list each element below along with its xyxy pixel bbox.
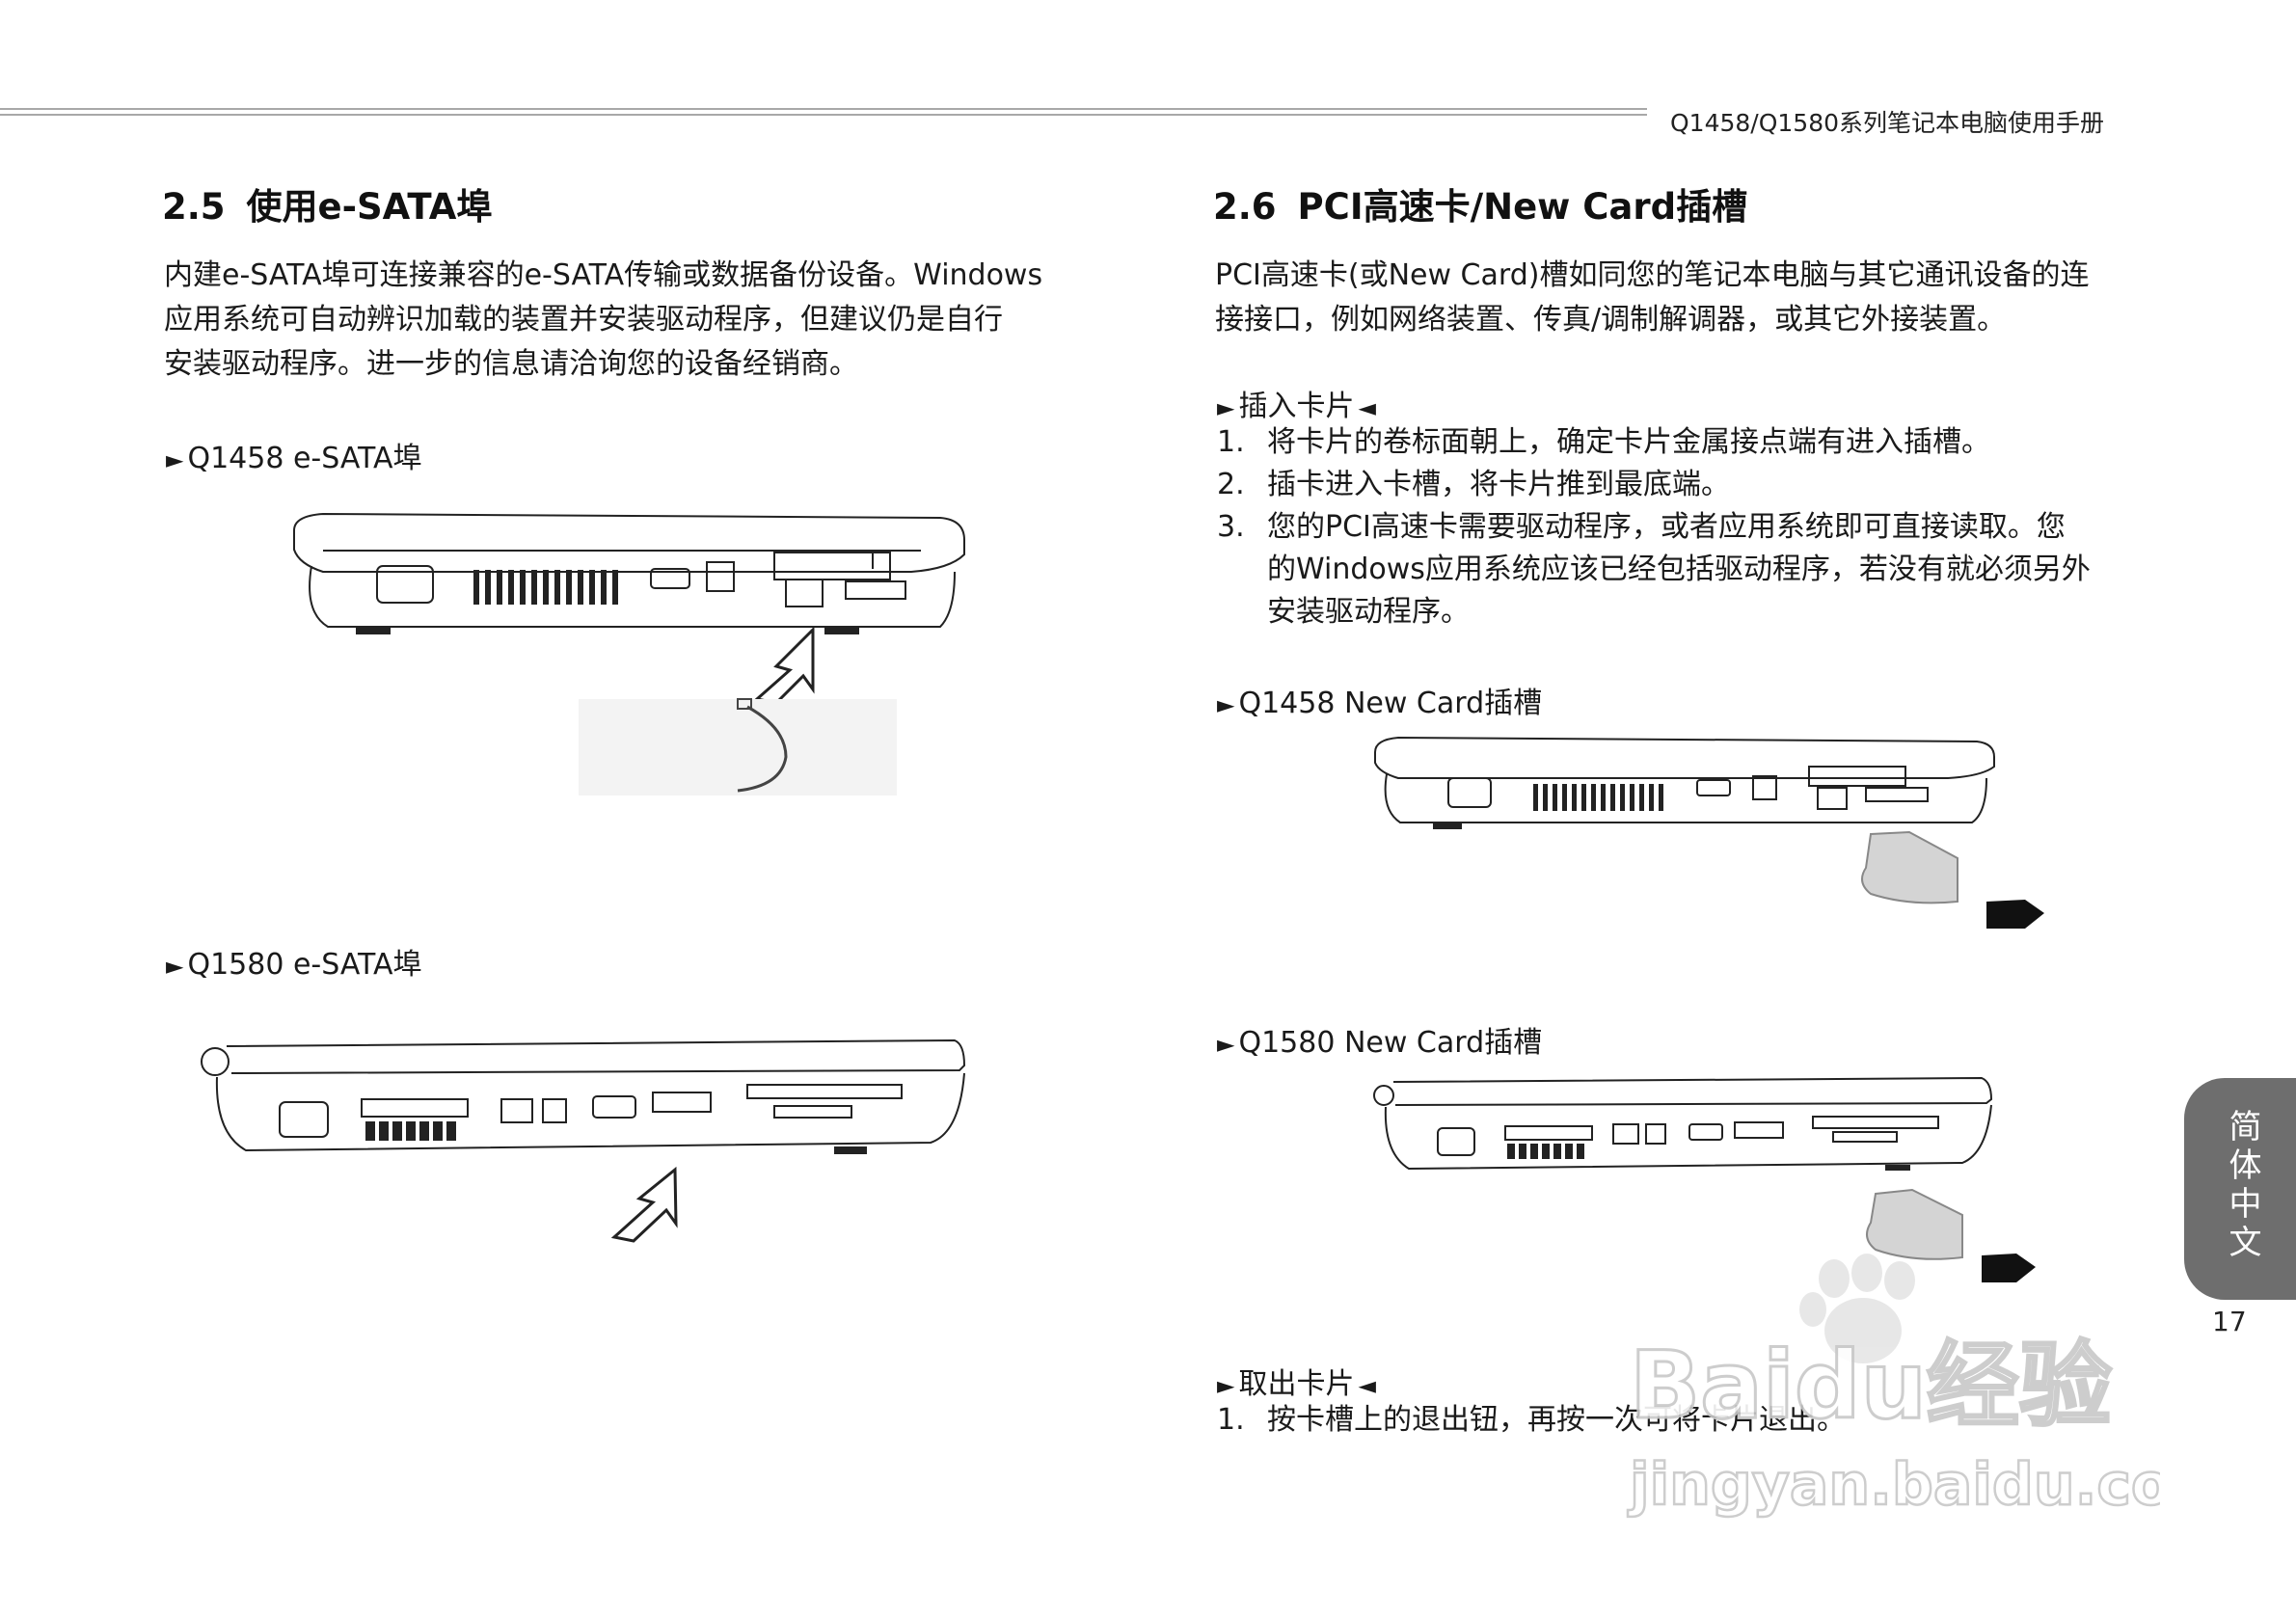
list-number: 3. (1217, 510, 1245, 544)
list-text: 插卡进入卡槽，将卡片推到最底端。 (1267, 468, 1730, 501)
fig-label-text: Q1458 New Card插槽 (1238, 687, 1543, 720)
paragraph-line: 安装驱动程序。进一步的信息请洽询您的设备经销商。 (164, 347, 858, 381)
fig-label-q1580-newcard: ►Q1580 New Card插槽 (1217, 1018, 1542, 1061)
list-item: 1. 将卡片的卷标面朝上，确定卡片金属接点端有进入插槽。 (1217, 421, 2143, 464)
fig-label-text: Q1458 e-SATA埠 (187, 442, 422, 475)
header-rule (0, 108, 1647, 127)
language-tab-label: 简体中文 (2223, 1109, 2261, 1263)
pointer-triangle-icon: ► (1217, 1031, 1235, 1058)
laptop-q1580-newcard-illustration (1373, 1076, 2036, 1282)
list-item: 3. 您的PCI高速卡需要驱动程序，或者应用系统即可直接读取。您 的Window… (1217, 506, 2143, 634)
section-heading-2-5: 2.5 使用e-SATA埠 (162, 177, 492, 229)
list-text: 的Windows应用系统应该已经包括驱动程序，若没有就必须另外 (1267, 553, 2091, 586)
list-number: 1. (1217, 425, 1245, 459)
fig-label-text: Q1580 New Card插槽 (1238, 1026, 1543, 1060)
paragraph-line: 接接口，例如网络装置、传真/调制解调器，或其它外接装置。 (1215, 303, 2007, 337)
fig-label-q1458-newcard: ►Q1458 New Card插槽 (1217, 679, 1542, 721)
remove-steps-list: 1. 按卡槽上的退出钮，再按一次可将卡片退出。 (1217, 1399, 2143, 1442)
paragraph-line: 应用系统可自动辨识加载的装置并安装驱动程序，但建议仍是自行 (164, 303, 1003, 337)
list-text: 按卡槽上的退出钮，再按一次可将卡片退出。 (1267, 1403, 1846, 1437)
remove-heading-text: 取出卡片 (1238, 1367, 1355, 1401)
pointer-triangle-icon: ► (166, 953, 184, 980)
watermark-url: jingyan.baidu.com (1628, 1451, 2160, 1519)
laptop-q1458-esata-illustration (293, 512, 965, 796)
newcard-paragraph: PCI高速卡(或New Card)槽如同您的笔记本电脑与其它通讯设备的连 接接口… (1215, 254, 2141, 342)
section-number: 2.6 (1213, 186, 1277, 228)
fig-label-q1580-esata: ►Q1580 e-SATA埠 (166, 940, 422, 983)
insert-card-heading: ►插入卡片◄ (1217, 382, 1380, 424)
list-number: 2. (1217, 468, 1245, 501)
pointer-left-triangle-icon: ◄ (1358, 394, 1376, 421)
insert-steps-list: 1. 将卡片的卷标面朝上，确定卡片金属接点端有进入插槽。 2. 插卡进入卡槽，将… (1217, 421, 2143, 634)
pointer-triangle-icon: ► (166, 446, 184, 473)
remove-card-heading: ►取出卡片◄ (1217, 1360, 1380, 1402)
list-text: 安装驱动程序。 (1267, 595, 1470, 629)
laptop-q1458-newcard-illustration (1374, 736, 2044, 929)
paragraph-line: 内建e-SATA埠可连接兼容的e-SATA传输或数据备份设备。Windows (164, 258, 1043, 292)
header-title: Q1458/Q1580系列笔记本电脑使用手册 (1670, 109, 2105, 137)
fig-label-q1458-esata: ►Q1458 e-SATA埠 (166, 434, 422, 476)
section-title: 使用e-SATA埠 (246, 186, 493, 228)
list-item: 2. 插卡进入卡槽，将卡片推到最底端。 (1217, 464, 2143, 506)
list-item: 1. 按卡槽上的退出钮，再按一次可将卡片退出。 (1217, 1399, 2143, 1442)
laptop-q1580-esata-illustration (201, 1038, 966, 1243)
list-text: 将卡片的卷标面朝上，确定卡片金属接点端有进入插槽。 (1267, 425, 1990, 459)
section-title: PCI高速卡/New Card插槽 (1297, 186, 1748, 228)
pointer-triangle-icon: ► (1217, 691, 1235, 718)
language-side-tab (2184, 1078, 2296, 1300)
section-number: 2.5 (162, 186, 226, 228)
insert-heading-text: 插入卡片 (1238, 390, 1355, 423)
fig-label-text: Q1580 e-SATA埠 (187, 948, 422, 982)
esata-paragraph: 内建e-SATA埠可连接兼容的e-SATA传输或数据备份设备。Windows 应… (164, 254, 1090, 387)
section-heading-2-6: 2.6 PCI高速卡/New Card插槽 (1213, 177, 1747, 229)
paragraph-line: PCI高速卡(或New Card)槽如同您的笔记本电脑与其它通讯设备的连 (1215, 258, 2090, 292)
pointer-left-triangle-icon: ◄ (1358, 1372, 1376, 1399)
list-number: 1. (1217, 1403, 1245, 1437)
list-text: 您的PCI高速卡需要驱动程序，或者应用系统即可直接读取。您 (1267, 510, 2066, 544)
pointer-triangle-icon: ► (1217, 394, 1235, 421)
pointer-triangle-icon: ► (1217, 1372, 1235, 1399)
page-number: 17 (2212, 1306, 2247, 1337)
